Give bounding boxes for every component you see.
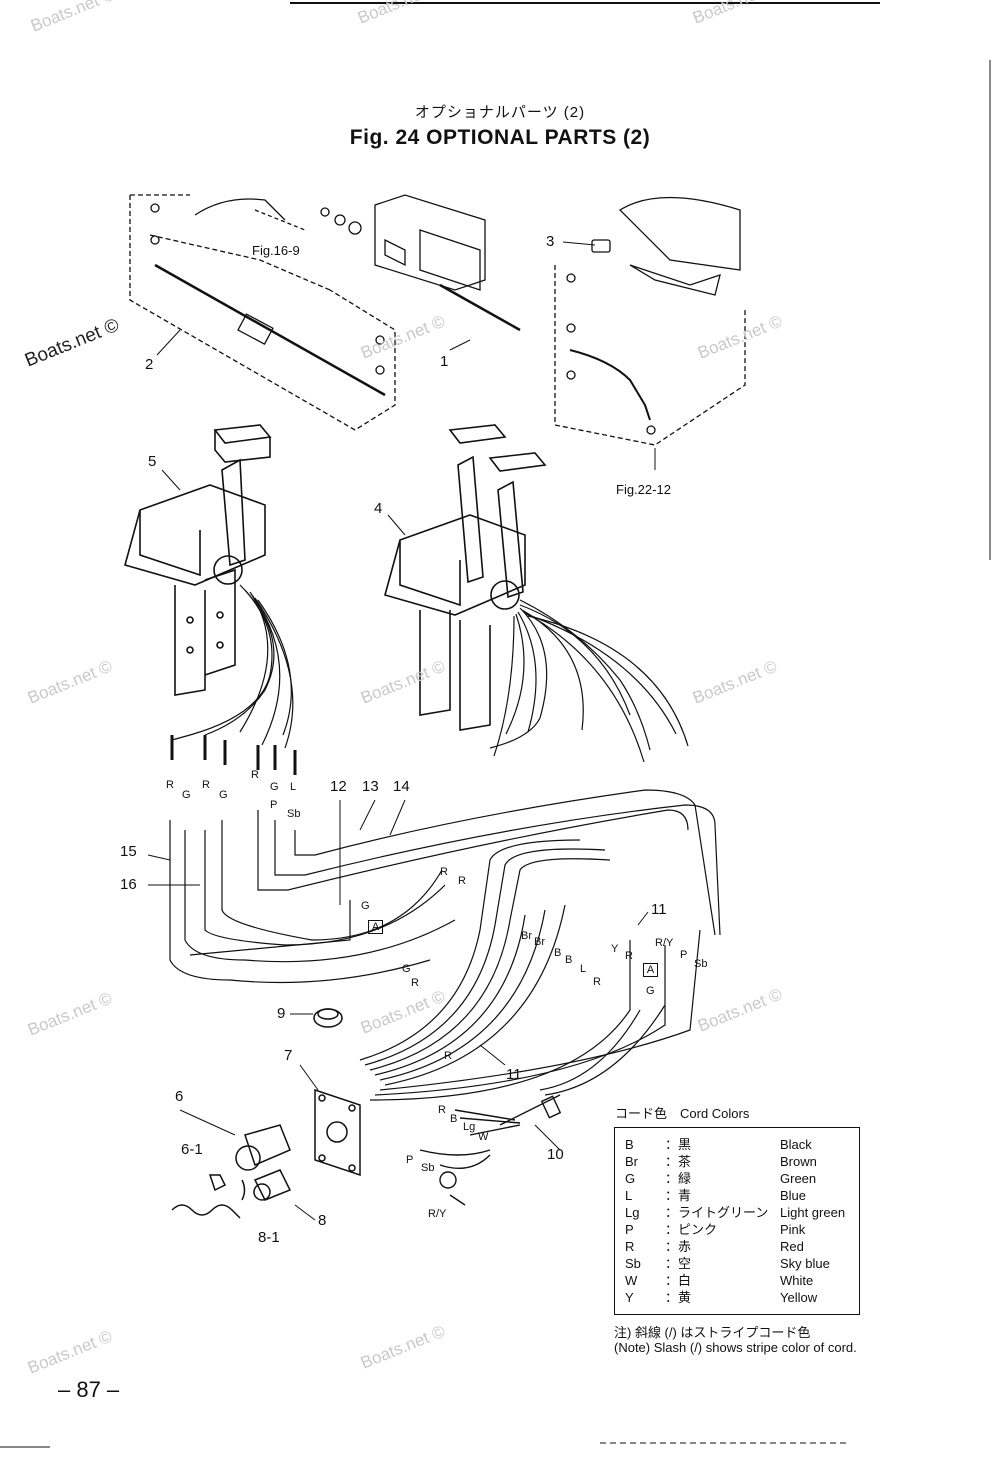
wire-label: G [361, 900, 370, 912]
callout-3: 3 [546, 233, 555, 250]
wire-label: Sb [287, 808, 301, 820]
callout-4: 4 [374, 500, 383, 517]
wire-label: B [450, 1113, 458, 1125]
wire-label: W [478, 1131, 489, 1143]
wire-label: R/Y [428, 1208, 447, 1220]
wire-label: R [458, 875, 466, 887]
wire-label: B [554, 947, 562, 959]
wire-label: R [593, 976, 601, 988]
callout-10: 10 [547, 1146, 564, 1163]
part-2-linkage [129, 194, 396, 431]
wire-label: G [182, 789, 191, 801]
callout-1: 1 [440, 353, 449, 370]
part-9-cap [290, 1008, 343, 1028]
part-1-assembly [320, 194, 521, 332]
callout-15: 15 [120, 843, 137, 860]
wire-label: G [219, 789, 228, 801]
wire-label: R/Y [655, 937, 674, 949]
fig22-assembly [554, 196, 746, 470]
callout-7: 7 [284, 1047, 293, 1064]
wire-label: P [406, 1154, 414, 1166]
wire-label: Br [521, 930, 532, 942]
wire-label: R [444, 1050, 452, 1062]
wire-label: R [166, 779, 174, 791]
wire-label: R [438, 1104, 446, 1116]
part-7-plate [299, 1064, 361, 1177]
main-harness-11 [359, 839, 701, 1101]
ref-fig22-12: Fig.22-12 [616, 482, 671, 497]
note-english: (Note) Slash (/) shows stripe color of c… [614, 1340, 857, 1355]
wire-label: B [565, 954, 573, 966]
callout-6-1: 6-1 [181, 1141, 203, 1158]
legend-heading: コード色 Cord Colors [615, 1106, 750, 1121]
wire-label: G [646, 985, 655, 997]
wire-label: P [680, 949, 688, 961]
wire-label: R [440, 866, 448, 878]
callout-11a: 11 [651, 901, 667, 918]
wire-label: Lg [463, 1121, 476, 1133]
callout-2: 2 [145, 356, 154, 373]
callout-leaders [147, 241, 649, 1066]
extension-cables-15-16 [169, 820, 456, 984]
page-number: – 87 – [58, 1377, 120, 1402]
wire-label: Br [534, 936, 545, 948]
part-5-harness [170, 584, 297, 775]
part-4-dual-lever-box [384, 424, 547, 731]
note-japanese: 注) 斜線 (/) はストライプコード色 [614, 1325, 811, 1340]
wire-label: Y [611, 943, 619, 955]
wire-label: R [411, 977, 419, 989]
ref-fig16-9: Fig.16-9 [252, 243, 300, 258]
callout-11b: 11 [506, 1066, 522, 1083]
callout-12: 12 [330, 778, 347, 795]
wire-label: G [270, 781, 279, 793]
part-4-harness [489, 599, 689, 763]
wire-label: Sb [694, 958, 708, 970]
part-8-stop-switch [171, 1169, 316, 1221]
wire-label: G [402, 963, 411, 975]
callout-8: 8 [318, 1212, 327, 1229]
wire-label: L [290, 781, 297, 793]
part-10-harness [419, 1094, 562, 1206]
extension-cables-12-14 [189, 789, 721, 956]
wire-label: R [625, 950, 633, 962]
wire-label: R [202, 779, 210, 791]
part-6-main-switch [179, 1109, 291, 1192]
callout-8-1: 8-1 [258, 1229, 280, 1246]
wire-label: Sb [421, 1162, 435, 1174]
wire-label: L [580, 963, 587, 975]
callout-9: 9 [277, 1005, 286, 1022]
wire-label: P [270, 799, 278, 811]
part-2-rod [150, 198, 386, 397]
title-japanese: オプショナルパーツ (2) [414, 104, 586, 121]
callout-13: 13 [362, 778, 379, 795]
page-title: Fig. 24 OPTIONAL PARTS (2) [349, 126, 651, 149]
wire-label: A [368, 920, 383, 934]
callout-14: 14 [393, 778, 410, 795]
callout-6: 6 [175, 1088, 184, 1105]
callout-5: 5 [148, 453, 157, 470]
wire-label: R [251, 769, 259, 781]
callout-16: 16 [120, 876, 137, 893]
part-5-single-lever-box [124, 424, 272, 696]
wire-label: A [643, 963, 658, 977]
